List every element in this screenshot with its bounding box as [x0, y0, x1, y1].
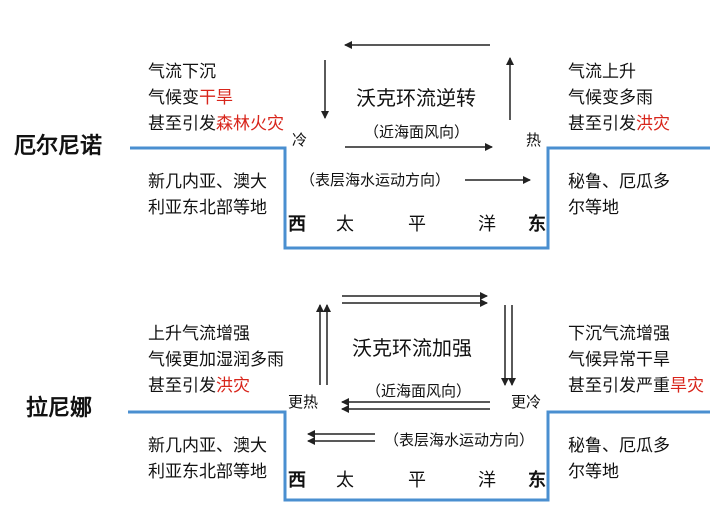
la-nina-wind-direction: （近海面风向）	[366, 382, 472, 400]
la-nina-west-top-line1: 上升气流增强	[148, 324, 250, 344]
la-nina-east-top-line1: 下沉气流增强	[568, 324, 670, 344]
el-nino-wind-direction: （近海面风向）	[364, 123, 470, 141]
el-nino-sea-char-3: 洋	[478, 214, 496, 235]
la-nina-east-temp: 更冷	[511, 393, 542, 411]
el-nino-sea-west: 西	[288, 214, 306, 235]
el-nino-ocean-basin	[130, 146, 710, 250]
la-nina-current-direction: （表层海水运动方向）	[384, 431, 535, 449]
la-nina-east-top-line2: 气候异常干旱	[568, 350, 670, 370]
la-nina-ocean-basin	[128, 410, 710, 502]
el-nino-east-top-line3: 甚至引发洪灾	[568, 114, 670, 134]
la-nina-east-top-line3: 甚至引发严重旱灾	[568, 376, 704, 396]
el-nino-west-top-line1: 气流下沉	[148, 62, 216, 82]
el-nino-east-temp: 热	[526, 131, 542, 149]
el-nino-west-top-line3: 甚至引发森林火灾	[148, 114, 284, 134]
la-nina-west-bottom-line1: 新几内亚、澳大	[148, 436, 267, 456]
el-nino-east-top-line1: 气流上升	[568, 62, 636, 82]
la-nina-east-bottom-line1: 秘鲁、厄瓜多	[568, 436, 670, 456]
el-nino-sea-char-1: 太	[336, 214, 354, 235]
la-nina-west-top-line3: 甚至引发洪灾	[148, 376, 250, 396]
la-nina-west-bottom-line2: 利亚东北部等地	[148, 462, 267, 482]
la-nina-title: 沃克环流加强	[352, 336, 472, 360]
el-nino-west-bottom-line2: 利亚东北部等地	[148, 198, 267, 218]
la-nina-label: 拉尼娜	[26, 396, 93, 421]
la-nina-west-temp: 更热	[288, 393, 319, 411]
la-nina-west-top-line2: 气候更加湿润多雨	[148, 350, 284, 370]
el-nino-west-top-line2: 气候变干旱	[148, 88, 233, 108]
la-nina-sea-east: 东	[528, 470, 546, 491]
el-nino-sea-east: 东	[528, 214, 546, 235]
el-nino-title: 沃克环流逆转	[356, 86, 476, 110]
la-nina-east-bottom-line2: 尔等地	[568, 462, 619, 482]
el-nino-east-bottom-line1: 秘鲁、厄瓜多	[568, 172, 670, 192]
el-nino-label: 厄尔尼诺	[14, 134, 103, 159]
el-nino-east-top-line2: 气候变多雨	[568, 88, 653, 108]
el-nino-west-bottom-line1: 新几内亚、澳大	[148, 172, 267, 192]
la-nina-sea-char-1: 太	[336, 470, 354, 491]
el-nino-sea-char-2: 平	[408, 214, 426, 235]
el-nino-west-temp: 冷	[292, 131, 308, 149]
el-nino-current-direction: （表层海水运动方向）	[300, 171, 451, 189]
la-nina-sea-char-2: 平	[408, 470, 426, 491]
el-nino-east-bottom-line2: 尔等地	[568, 198, 619, 218]
la-nina-sea-west: 西	[288, 470, 306, 491]
la-nina-sea-char-3: 洋	[478, 470, 496, 491]
